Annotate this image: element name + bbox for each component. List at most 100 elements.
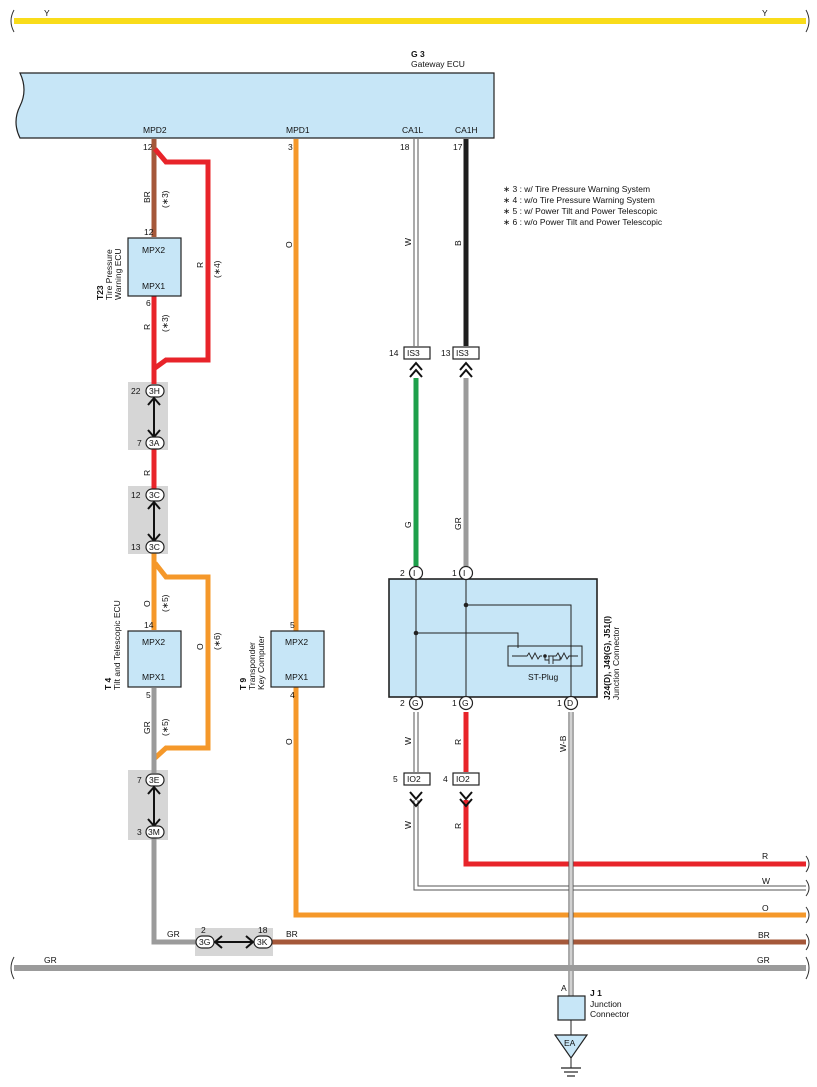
connector-3k-pin: 18: [258, 925, 268, 935]
t23-name-2: Warning ECU: [113, 248, 123, 300]
junction-bottom-pin-1-id: G: [412, 698, 419, 708]
t9-pin-top: 5: [290, 620, 295, 630]
label-bypass-r: R: [195, 262, 205, 268]
box-connectors: IS3 14 IS3 13 IO2 5 IO2 4: [389, 346, 480, 808]
label-r-3a-3c: R: [142, 470, 152, 476]
connector-3m-pin: 3: [137, 827, 142, 837]
connector-io2-right-pin: 4: [443, 774, 448, 784]
notes: ∗ 3 : w/ Tire Pressure Warning System ∗ …: [503, 184, 663, 227]
j1-pin: A: [561, 983, 567, 993]
junction-bottom-pin-2-id: G: [462, 698, 469, 708]
label-gr-left: GR: [167, 929, 180, 939]
t4-name: Tilt and Telescopic ECU: [112, 600, 122, 690]
t23-pin-top: 12: [144, 227, 154, 237]
t4-terminal-top: MPX2: [142, 637, 165, 647]
connector-3g-id: 3G: [199, 937, 210, 947]
connector-3h-pin: 22: [131, 386, 141, 396]
connector-3c-top-pin: 12: [131, 490, 141, 500]
t23-code: T23: [95, 285, 105, 300]
connector-is3-left-pin: 14: [389, 348, 399, 358]
connector-3c-bot-pin: 13: [131, 542, 141, 552]
label-mpd2-br: BR: [142, 191, 152, 203]
label-t4-o: O: [142, 600, 152, 607]
label-jc-wb: W-B: [558, 735, 568, 752]
junction-code: J24(D), J49(G), J51(I): [602, 616, 612, 700]
label-g-wire: G: [403, 521, 413, 528]
t4-terminal-bottom: MPX1: [142, 672, 165, 682]
label-right-w: W: [762, 876, 770, 886]
t9-pin-bottom: 4: [290, 690, 295, 700]
connector-io2-left-id: IO2: [407, 774, 421, 784]
connector-io2-left-pin: 5: [393, 774, 398, 784]
junction-top-pin-2-num: 1: [452, 568, 457, 578]
t23-terminal-bottom: MPX1: [142, 281, 165, 291]
inline-connectors: 3H 22 3A 7 3C 12 3C 13 3E 7 3M 3 3G 2 3K…: [131, 384, 273, 949]
j1-code: J 1: [590, 988, 602, 998]
junction-bottom-pin-2-num: 1: [452, 698, 457, 708]
gateway-ecu: G 3 Gateway ECU MPD2 MPD1 CA1L CA1H 12 3…: [15, 49, 495, 152]
t9-name-1: Transponder: [247, 642, 257, 690]
connector-is3-right-id: IS3: [456, 348, 469, 358]
j1-connector: A J 1 Junction Connector EA: [553, 983, 629, 1077]
label-br-mid: BR: [286, 929, 298, 939]
label-ca1l-w: W: [403, 238, 413, 246]
t4-ecu: MPX2 MPX1 14 5 T 4 Tilt and Telescopic E…: [103, 600, 182, 700]
t9-name-2: Key Computer: [256, 636, 266, 690]
junction-plug-label: ST-Plug: [528, 672, 559, 682]
label-mpd2-br-note: (∗3): [160, 190, 170, 208]
connector-3k-id: 3K: [257, 937, 268, 947]
j1-ground-label: EA: [564, 1038, 576, 1048]
junction-name: Junction Connector: [611, 627, 621, 700]
gateway-name: Gateway ECU: [411, 59, 465, 69]
label-t23-r-note: (∗3): [160, 314, 170, 332]
connector-3c-top-id: 3C: [149, 490, 160, 500]
label-t4-gr-note: (∗5): [160, 718, 170, 736]
t23-ecu: MPX2 MPX1 12 6 T23 Tire Pressure Warning…: [95, 227, 182, 308]
junction-bottom-pin-3-id: D: [567, 698, 573, 708]
bottom-bus-left-label: GR: [44, 955, 57, 965]
t4-code: T 4: [103, 677, 113, 690]
label-jc-w1: W: [403, 737, 413, 745]
junction-top-pin-1-id: I: [413, 568, 415, 578]
connector-3e-id: 3E: [149, 775, 160, 785]
wires-left: [151, 139, 806, 945]
note-6: ∗ 6 : w/o Power Tilt and Power Telescopi…: [503, 217, 663, 227]
right-edge-breaks: [805, 855, 810, 951]
label-t4-o-note: (∗5): [160, 594, 170, 612]
wires-junction-bottom: [413, 712, 806, 996]
connector-3a-pin: 7: [137, 438, 142, 448]
label-mpd1-o-bot: O: [284, 738, 294, 745]
label-jc-r2: R: [453, 823, 463, 829]
t23-name-1: Tire Pressure: [104, 249, 114, 300]
top-bus-left-label: Y: [44, 8, 50, 18]
connector-3g-pin: 2: [201, 925, 206, 935]
top-bus-y: Y Y: [10, 8, 810, 33]
gateway-terminal-mpd1: MPD1: [286, 125, 310, 135]
bottom-bus-right-label: GR: [757, 955, 770, 965]
wire-labels: BR (∗3) R (∗4) R (∗3) R O O W B G GR O (…: [142, 190, 770, 940]
label-bypass-o-note: (∗6): [212, 632, 222, 650]
t9-terminal-bottom: MPX1: [285, 672, 308, 682]
junction-top-pin-2-id: I: [463, 568, 465, 578]
label-bypass-r-note: (∗4): [212, 260, 222, 278]
wires-can: [413, 139, 469, 566]
junction-connector: ST-Plug J24(D), J49(G), J51(I) Junction …: [388, 565, 621, 711]
label-ca1h-b: B: [453, 240, 463, 246]
label-bypass-o: O: [195, 643, 205, 650]
label-t4-gr: GR: [142, 721, 152, 734]
connector-3c-bot-id: 3C: [149, 542, 160, 552]
t4-pin-bottom: 5: [146, 690, 151, 700]
t23-pin-bottom: 6: [146, 298, 151, 308]
t4-pin-top: 14: [144, 620, 154, 630]
t9-code: T 9: [238, 677, 248, 690]
junction-bottom-pin-3-num: 1: [557, 698, 562, 708]
top-bus-right-label: Y: [762, 8, 768, 18]
connector-is3-right-pin: 13: [441, 348, 451, 358]
label-right-r: R: [762, 851, 768, 861]
connector-3m-id: 3M: [148, 827, 160, 837]
connector-is3-left-id: IS3: [407, 348, 420, 358]
gateway-terminal-ca1l: CA1L: [402, 125, 424, 135]
gateway-terminal-mpd2: MPD2: [143, 125, 167, 135]
label-jc-w2: W: [403, 821, 413, 829]
j1-name-2: Connector: [590, 1009, 629, 1019]
